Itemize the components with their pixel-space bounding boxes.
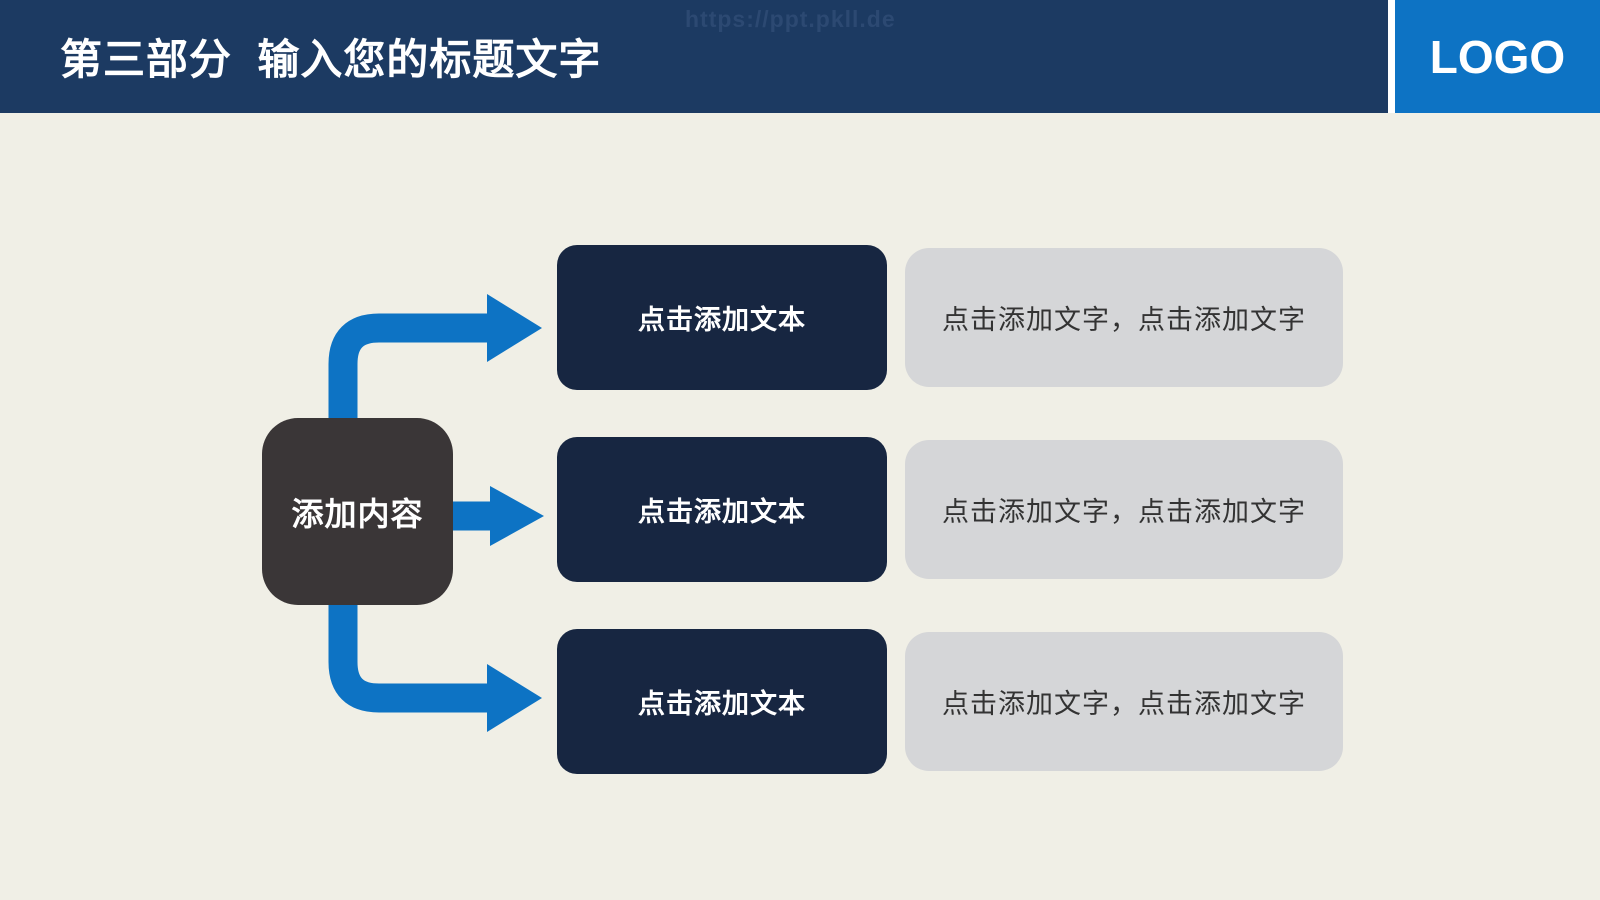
description-box-1[interactable]: 点击添加文字，点击添加文字 <box>905 248 1343 387</box>
text-placeholder-label: 点击添加文本 <box>638 497 806 527</box>
center-node[interactable]: 添加内容 <box>262 418 453 605</box>
description-label: 点击添加文字，点击添加文字 <box>942 689 1306 719</box>
description-box-3[interactable]: 点击添加文字，点击添加文字 <box>905 632 1343 771</box>
text-placeholder-label: 点击添加文本 <box>638 305 806 335</box>
page-title: 第三部分 输入您的标题文字 <box>60 36 602 83</box>
description-label: 点击添加文字，点击添加文字 <box>942 497 1306 527</box>
text-placeholder-box-2[interactable]: 点击添加文本 <box>557 437 887 582</box>
text-placeholder-box-3[interactable]: 点击添加文本 <box>557 629 887 774</box>
text-placeholder-box-1[interactable]: 点击添加文本 <box>557 245 887 390</box>
description-label: 点击添加文字，点击添加文字 <box>942 305 1306 335</box>
text-placeholder-label: 点击添加文本 <box>638 689 806 719</box>
header-divider <box>1388 0 1395 113</box>
logo-text: LOGO <box>1429 30 1566 83</box>
header-bar: 第三部分 输入您的标题文字 https://ppt.pkll.de <box>0 0 1388 113</box>
logo-box: LOGO <box>1395 0 1600 113</box>
description-box-2[interactable]: 点击添加文字，点击添加文字 <box>905 440 1343 579</box>
watermark-url: https://ppt.pkll.de <box>685 6 896 32</box>
center-node-label: 添加内容 <box>291 495 424 532</box>
top-bar: 第三部分 输入您的标题文字 https://ppt.pkll.de LOGO <box>0 0 1600 113</box>
